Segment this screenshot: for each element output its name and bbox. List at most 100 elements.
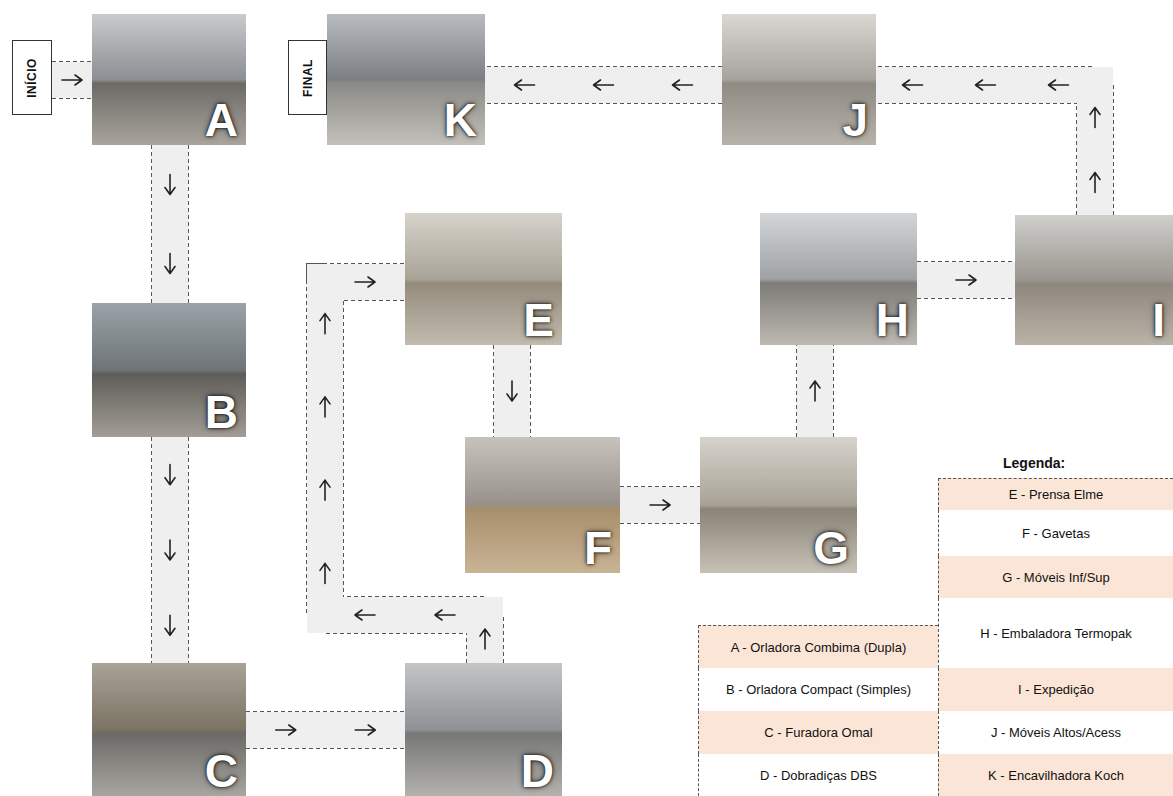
flow-arrow [165,254,175,274]
station-letter: A [205,97,238,143]
flow-lane [876,80,1100,215]
lane-fill [485,67,722,103]
station-photo: D [405,663,562,796]
flow-arrow [1090,108,1100,128]
station-photo: F [465,437,620,573]
lane-outline [52,61,92,99]
station-photo: E [405,213,562,345]
legend-row: H - Embaladora Termopak [938,598,1173,668]
flow-arrow [903,80,923,90]
flow-arrow [515,80,535,90]
flow-arrow [594,80,614,90]
lane-fill [325,282,485,663]
legend-text: D - Dobradiças DBS [760,768,877,783]
station-photo: J [722,14,876,145]
flow-arrow [62,75,82,85]
legend-row: B - Orladora Compact (Simples) [698,668,938,711]
flow-arrow [1090,173,1100,193]
lane-fill [152,145,188,303]
station-photo: B [92,303,246,437]
flow-arrow [355,725,375,735]
legend-row: C - Furadora Omal [698,711,938,754]
flow-arrow [320,397,330,417]
station-letter: J [842,97,868,143]
lane-outline [876,85,1095,215]
legend-row: E - Prensa Elme [938,478,1173,510]
station-photo: G [700,437,857,573]
flow-arrow [435,610,455,620]
legend-text: B - Orladora Compact (Simples) [726,682,911,697]
legend-text: F - Gavetas [1022,526,1090,541]
lane-fill [876,85,1095,215]
legend-row: A - Orladora Combima (Dupla) [698,625,938,668]
lane-fill [917,262,1015,298]
legend-title: Legenda: [1003,455,1065,471]
flow-arrow [165,540,175,560]
legend-text: C - Furadora Omal [764,725,872,740]
flow-lane [917,275,1015,285]
station-letter: G [813,525,849,571]
legend-row: D - Dobradiças DBS [698,754,938,796]
terminal-tab: INÍCIO [12,40,52,115]
flow-lane [52,75,92,85]
flow-arrow [320,314,330,334]
lane-fill [620,487,700,523]
flow-lane [485,80,722,90]
lane-fill [52,62,92,98]
flow-arrow [320,563,330,583]
flow-arrow [956,275,976,285]
flow-arrow [320,480,330,500]
station-photo: K [327,14,485,145]
lane-fill [152,437,188,663]
lane-fill [494,345,530,437]
legend-row: F - Gavetas [938,510,1173,556]
flow-lane [165,437,175,663]
legend-row: K - Encavilhadora Koch [938,754,1173,796]
station-letter: B [205,389,238,435]
legend-text: A - Orladora Combima (Dupla) [731,640,907,655]
lane-outline [917,261,1015,299]
flow-arrow [165,465,175,485]
legend-text: I - Expedição [1018,682,1094,697]
flow-lane [620,500,700,510]
lane-outline [246,711,405,749]
station-letter: E [523,297,554,343]
flow-arrow [976,80,996,90]
station-letter: F [584,525,612,571]
flow-lane [246,725,405,735]
lane-outline [493,345,531,437]
flow-arrow [673,80,693,90]
flow-arrow [355,610,375,620]
flow-lane [320,277,490,663]
legend-row: G - Móveis Inf/Sup [938,556,1173,598]
legend-row: I - Expedição [938,668,1173,711]
station-letter: I [1152,297,1165,343]
flow-arrow [355,277,375,287]
flow-lane [810,345,820,437]
station-photo: I [1015,215,1173,345]
station-letter: D [521,748,554,794]
flow-arrow [650,500,670,510]
legend-text: H - Embaladora Termopak [980,626,1132,641]
lane-outline [485,66,722,104]
station-photo: H [760,213,917,345]
legend-text: G - Móveis Inf/Sup [1002,570,1110,585]
flow-arrow [480,629,490,649]
flow-arrow [507,381,517,401]
flow-arrow [276,725,296,735]
station-letter: K [444,97,477,143]
flow-lane [507,345,517,437]
station-photo: C [92,663,246,796]
flow-arrow [1049,80,1069,90]
flow-arrow [165,615,175,635]
terminal-label: INÍCIO [25,58,39,98]
flow-lane [165,145,175,303]
lane-outline [151,437,189,663]
lane-fill [797,345,833,437]
legend-text: K - Encavilhadora Koch [988,768,1124,783]
lane-outline [796,345,834,437]
